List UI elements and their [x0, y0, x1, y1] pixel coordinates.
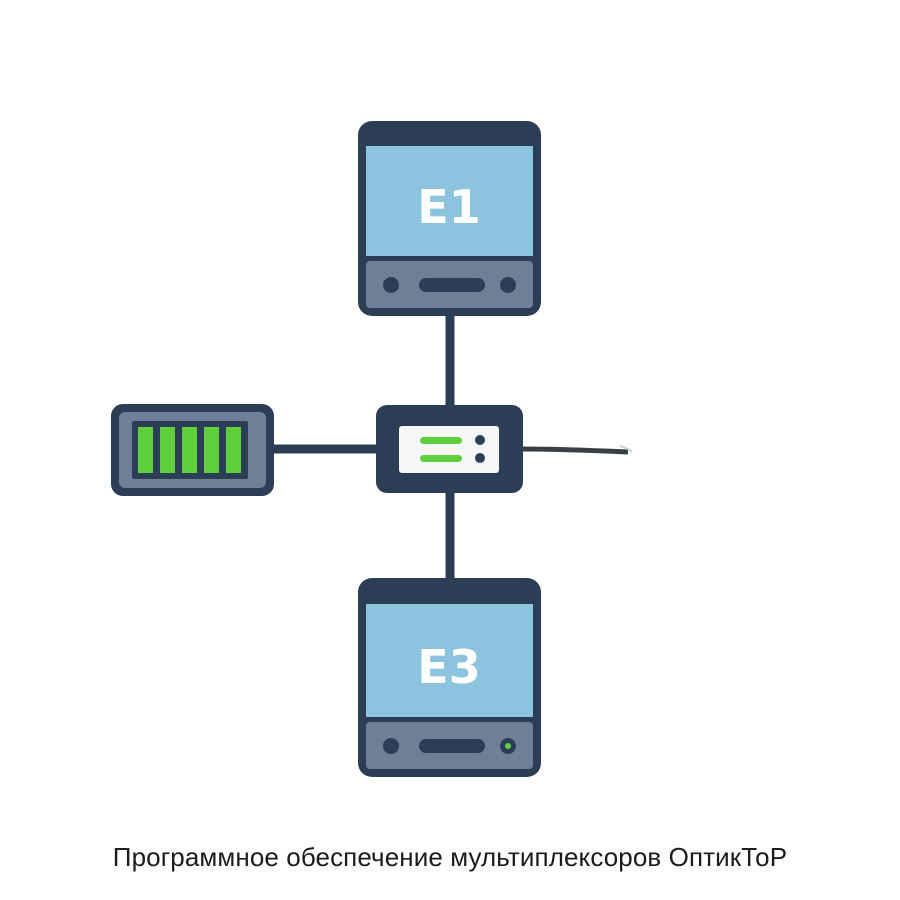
port-indicator-icon	[420, 455, 462, 462]
server-e3-screen	[366, 604, 533, 717]
battery-cell-2	[160, 427, 175, 473]
server-e1-led-right	[500, 277, 516, 293]
battery-cell-1	[138, 427, 153, 473]
link-right-cable	[521, 446, 629, 455]
server-e1-led-left	[383, 277, 399, 293]
multiplexer-panel	[399, 426, 499, 473]
port-indicator-icon	[420, 437, 462, 444]
battery-cell-3	[182, 427, 197, 473]
battery-cell-5	[226, 427, 241, 473]
server-e1-screen	[366, 146, 533, 256]
server-e1: E1	[358, 121, 541, 316]
server-e3-led-right-indicator	[505, 743, 511, 749]
caption: Программное обеспечение мультиплексоров …	[112, 842, 788, 872]
link-right-cable-end	[619, 445, 633, 453]
server-e3-drive-slot	[419, 739, 485, 753]
server-e3-led-left	[383, 738, 399, 754]
server-e1-label: E1	[417, 180, 480, 234]
multiplexer-led-top	[475, 435, 485, 445]
server-e3: E3	[358, 578, 541, 777]
battery-cell-4	[204, 427, 219, 473]
server-e1-drive-slot	[419, 278, 485, 292]
battery-module	[111, 404, 274, 496]
links	[272, 316, 633, 580]
multiplexer-led-bottom	[475, 453, 485, 463]
multiplexer-hub	[376, 405, 523, 493]
server-e3-label: E3	[417, 640, 480, 694]
